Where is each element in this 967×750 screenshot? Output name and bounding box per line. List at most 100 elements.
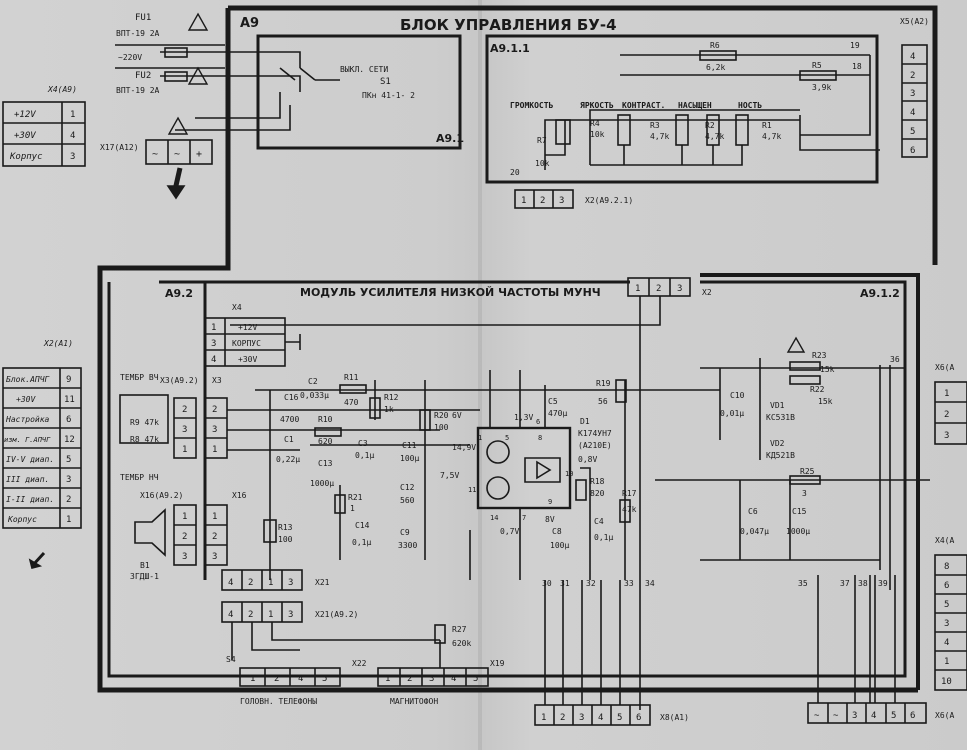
x4a9-row-name: Корпус [9,152,43,162]
x21-pin: 3 [288,578,293,588]
component-val: 100 [434,423,449,432]
x6-pin: 3 [852,711,857,721]
x2a1-row-name: IV-V диап. [6,455,54,464]
x2a1-row-pin: 3 [66,475,71,485]
x17-label: X17(A12) [100,143,139,152]
x4a9-row-pin: 4 [70,131,75,141]
x16-pin: 1 [182,512,187,522]
x8a1-pin: 5 [617,713,622,723]
x2a1-row-pin: 9 [66,375,71,385]
x16a92-label: X16(A9.2) [140,491,183,500]
component-val: 470 [344,398,359,407]
control-label: НАСЫЩЕН [678,101,712,110]
component-val: К174УН7 [578,429,612,438]
component-ref: R10 [318,415,333,424]
x6-label: X6(A [935,711,954,720]
x22-pin: 4 [298,674,303,684]
x4-pin: 4 [211,355,216,365]
x6-pin: 6 [910,711,915,721]
component-ref: C8 [552,527,562,536]
x4a9-row-pin: 3 [70,152,75,162]
x8a1-label: X8(A1) [660,713,689,722]
component-ref: C5 [548,397,558,406]
x4right-pin: 5 [944,600,949,610]
x6-pin: 5 [891,711,896,721]
x16-pin: 3 [182,552,187,562]
x4-name: +30V [238,355,257,364]
x6-pin: ~ [814,711,820,721]
ic-pin: 5 [505,434,509,442]
x4a9-label: X4(A9) [47,85,77,94]
component-val: 0,1µ [352,538,371,547]
node-label: 34 [645,579,655,588]
x2a1-label: X2(A1) [43,339,73,348]
x2a1-row-name: Корпус [7,515,37,524]
x2a921-pin: 1 [521,196,526,206]
tone-hf-label: ТЕМБР ВЧ [120,373,159,382]
component-val: 1000µ [786,527,810,536]
x2a1-row-pin: 1 [66,515,71,525]
x2a1-row-name: I-II диап. [6,495,54,504]
r7-val: 10k [535,159,550,168]
x21-pin: 1 [268,578,273,588]
x2-pin: 3 [677,284,682,294]
x21-label: X21 [315,578,330,587]
x4-name: +12V [238,323,257,332]
component-val: 620 [318,437,333,446]
component-ref: C10 [730,391,745,400]
x6-pin: ~ [833,711,839,721]
component-val: 0,033µ [300,391,329,400]
x16-pin: 3 [212,552,217,562]
speaker-ref: B1 [140,561,150,570]
x2-pin: 1 [635,284,640,294]
component-val: 470µ [548,409,567,418]
voltage-label: 8V [545,515,555,524]
node-label: 31 [560,579,570,588]
component-val: 100µ [400,454,419,463]
block-a912-label: A9.1.2 [860,287,900,300]
block-a9-label: A9 [240,16,259,31]
x2a1-row-pin: 12 [64,435,75,445]
x2a1-row-name: +30V [16,395,36,404]
component-ref: R23 [812,351,827,360]
tone-lf-label: ТЕМБР НЧ [120,473,159,482]
ic-pin: 10 [565,470,573,478]
voltage-label: 0,7V [500,527,519,536]
node-label: 35 [798,579,808,588]
x2a1-row-pin: 5 [66,455,71,465]
voltage-label: 6V [452,411,462,420]
component-ref: R19 [596,379,611,388]
module-title: МОДУЛЬ УСИЛИТЕЛЯ НИЗКОЙ ЧАСТОТЫ МУНЧ [300,286,601,299]
x3-pin: 2 [212,405,217,415]
block-a92-label: A9.2 [165,287,193,300]
component-ref: C3 [358,439,368,448]
component-ref: R18 [590,477,605,486]
x2a1-row-pin: 11 [64,395,75,405]
component-ref: R11 [344,373,359,382]
x4a9-table: +12V 1 +30V 4 Корпус 3 [9,110,75,162]
ic-pin: 11 [468,486,476,494]
x4a9-row-name: +12V [14,110,36,120]
x17-pin: ~ [174,149,180,160]
r3-val: 4,7k [650,132,669,141]
x19-pin: 3 [429,674,434,684]
mains-label: ~220V [118,53,142,62]
block-a911-label: A9.1.1 [490,42,530,55]
x21-pin: 4 [228,578,233,588]
x19-pin: 5 [473,674,478,684]
x16-label: X16 [232,491,247,500]
x21b-pin: 2 [248,610,253,620]
component-val: 0,1µ [594,533,613,542]
component-ref: C15 [792,507,807,516]
x5a2-pin: 3 [910,89,915,99]
x2a1-row-name: изм. Г.АПЧГ [4,436,51,444]
component-ref: C14 [355,521,370,530]
headphones-label: ГОЛОВН. ТЕЛЕФОНЫ [240,697,317,706]
voltage-label: 7,5V [440,471,459,480]
x21b-label: X21(A9.2) [315,610,358,619]
component-val: 56 [598,397,608,406]
node-label: 18 [852,62,862,71]
x5a2-pin: 4 [910,52,915,62]
x4-pin: 3 [211,339,216,349]
